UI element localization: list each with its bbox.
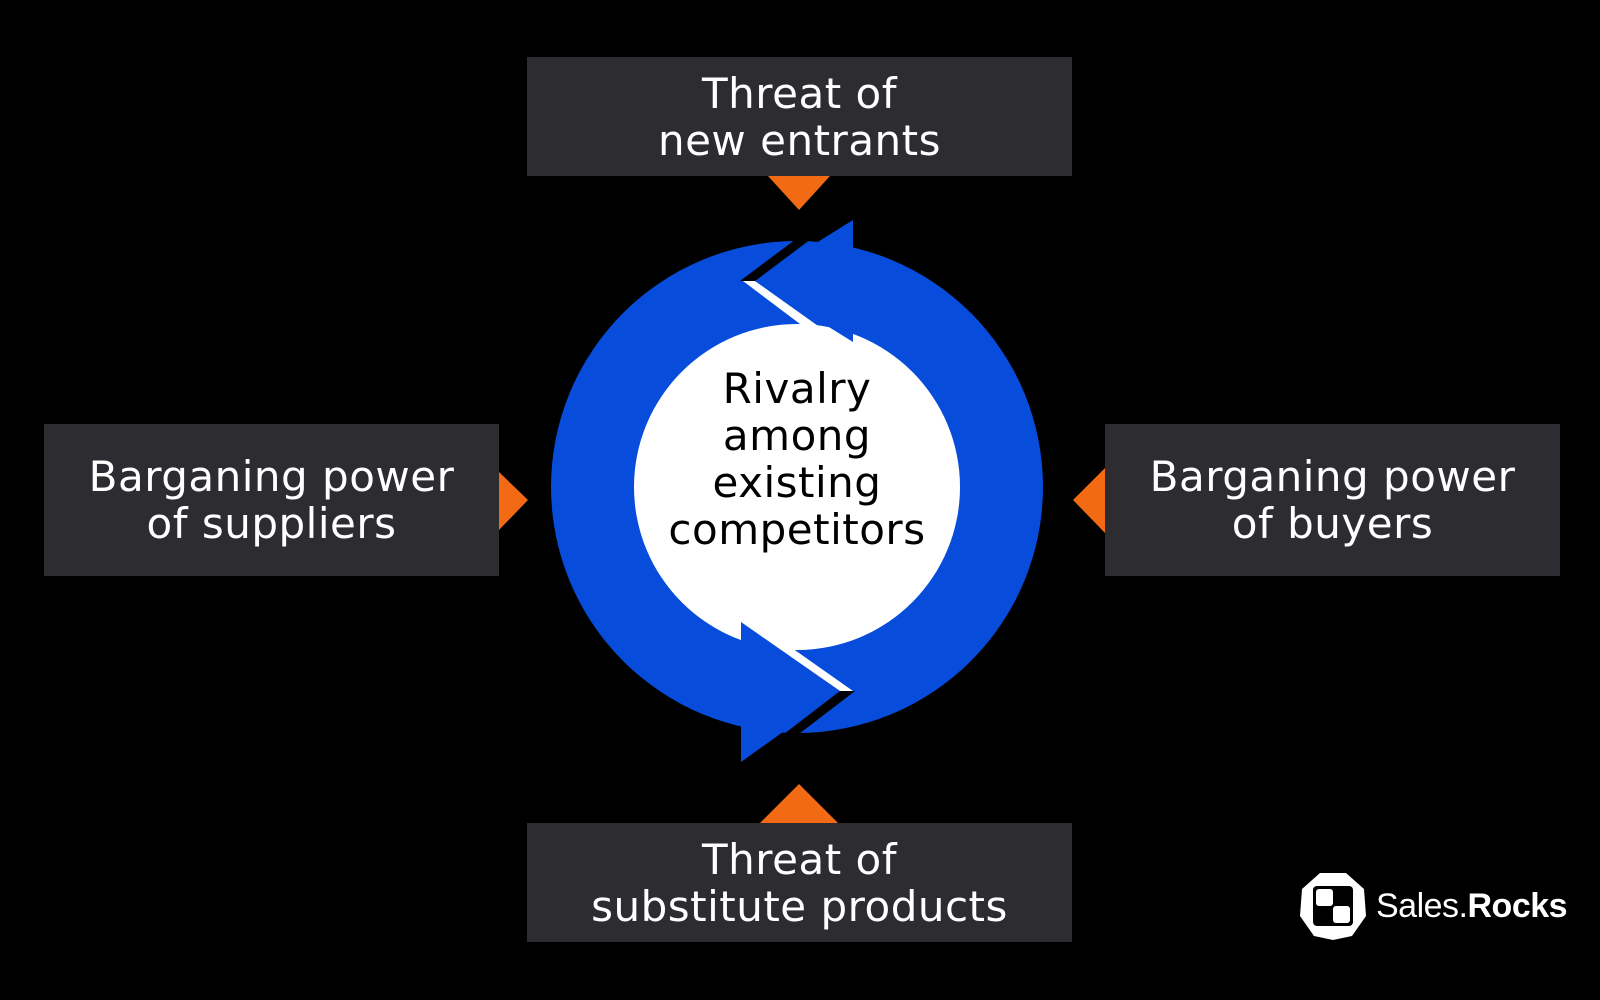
- pointer-bottom: [760, 784, 838, 823]
- arrowhead-top: [755, 220, 853, 342]
- center-line: existing: [712, 458, 882, 507]
- cycle-cut-top: [743, 281, 828, 333]
- center-line: competitors: [668, 505, 926, 554]
- center-line: among: [722, 411, 872, 460]
- force-line: Barganing power: [88, 452, 455, 501]
- cycle-gap-bottom: [780, 691, 855, 737]
- pointer-right: [1073, 468, 1105, 533]
- brand-name: Sales.Rocks: [1376, 886, 1568, 926]
- force-line: Threat of: [702, 834, 897, 884]
- force-box-suppliers: Barganing power of suppliers: [44, 424, 499, 576]
- brand-name-bold: Rocks: [1467, 886, 1568, 925]
- force-line: new entrants: [657, 115, 942, 165]
- force-line: of suppliers: [146, 499, 397, 548]
- force-line: of buyers: [1231, 499, 1434, 548]
- force-box-buyers: Barganing power of buyers: [1105, 424, 1560, 576]
- force-line: substitute products: [591, 881, 1008, 931]
- center-line: Rivalry: [722, 364, 872, 413]
- pointer-top: [768, 176, 830, 210]
- force-box-new-entrants: Threat of new entrants: [527, 57, 1072, 176]
- force-line: Barganing power: [1149, 452, 1516, 501]
- brand-name-regular: Sales.: [1376, 886, 1468, 925]
- arrowhead-bottom: [741, 622, 840, 762]
- center-label: Rivalry among existing competitors: [637, 365, 957, 553]
- pointer-left: [499, 472, 528, 530]
- force-box-substitutes: Threat of substitute products: [527, 823, 1072, 942]
- brand-logo: Sales.Rocks: [1300, 872, 1568, 940]
- cycle-cut-bottom: [766, 641, 853, 691]
- center-circle: [634, 324, 960, 650]
- force-line: Threat of: [702, 68, 897, 118]
- brand-logo-icon: [1300, 873, 1366, 940]
- cycle-gap-top: [740, 236, 815, 281]
